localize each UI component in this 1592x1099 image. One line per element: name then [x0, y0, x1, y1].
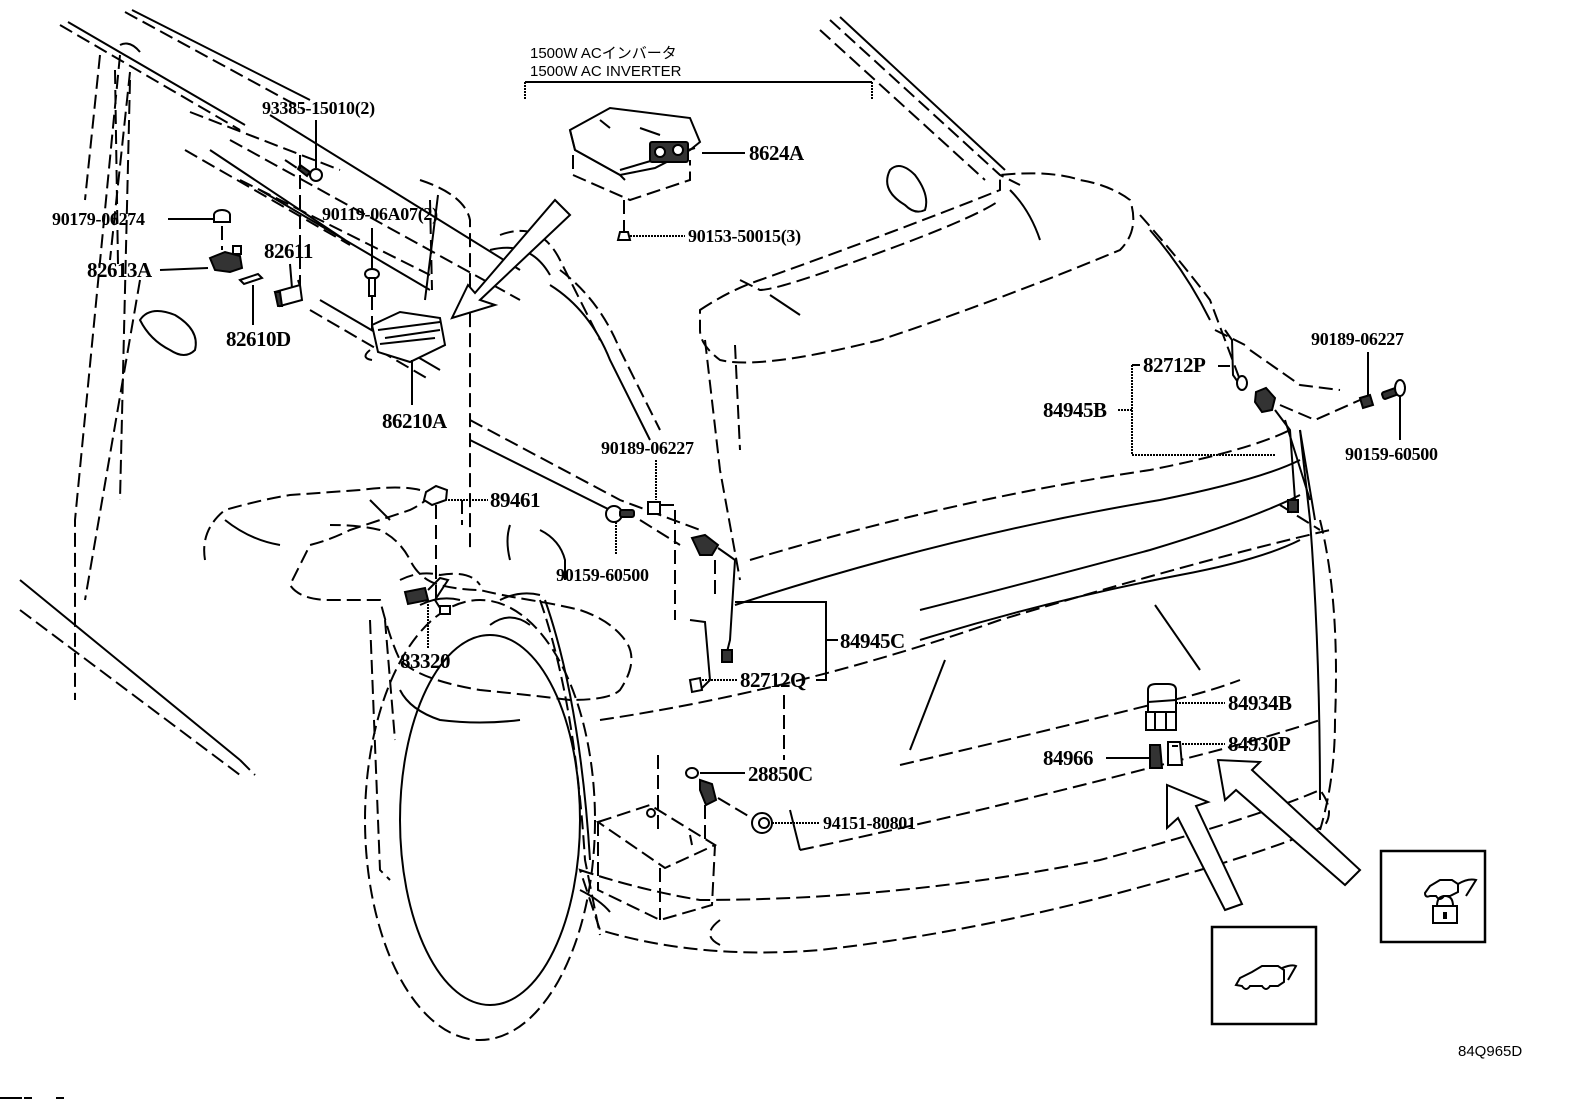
inverter-group-bracket [524, 81, 873, 100]
part-label-90119-06A07[interactable]: 90119-06A07(2) [322, 204, 438, 225]
part-label-84934B[interactable]: 84934B [1228, 691, 1293, 715]
controller-86210A [364, 194, 447, 364]
nut-90179 [213, 209, 231, 250]
rear-wheel [364, 599, 601, 1041]
vehicle-body-outline [19, 9, 701, 881]
part-label-82712Q[interactable]: 82712Q [740, 668, 807, 692]
rear-seat-area [203, 486, 633, 724]
bolt-90119 [364, 268, 380, 330]
clamp-82610D [238, 272, 264, 286]
back-door-outline [578, 16, 1337, 954]
part-label-28850C[interactable]: 28850C [748, 762, 813, 786]
part-label-90179-06274[interactable]: 90179-06274 [52, 209, 145, 229]
part-label-82613A[interactable]: 82613A [87, 258, 154, 282]
part-label-84945C[interactable]: 84945C [840, 629, 905, 653]
part-label-82611[interactable]: 82611 [264, 239, 313, 263]
back-door-open-icon [1210, 925, 1318, 1026]
sensor-89461 [422, 484, 463, 600]
location-arrow-86210A [450, 198, 572, 320]
sender-83320 [403, 576, 451, 615]
bolt-90153 [616, 200, 632, 241]
part-label-90159-60500-left[interactable]: 90159-60500 [556, 565, 649, 585]
part-label-82712P[interactable]: 82712P [1143, 353, 1207, 377]
part-label-93385-15010[interactable]: 93385-15010(2) [262, 98, 375, 119]
part-label-84930P[interactable]: 84930P [1228, 732, 1292, 756]
bolt-90159-left [605, 505, 681, 546]
diagram-title-jp: 1500W ACインバータ [530, 45, 677, 62]
nut-90189-right [1358, 393, 1375, 410]
clip-84966 [1149, 744, 1164, 769]
part-label-82610D[interactable]: 82610D [226, 327, 292, 351]
part-label-8624A[interactable]: 8624A [749, 141, 806, 165]
back-door-lock-icon [1379, 849, 1487, 944]
auxiliary-battery [595, 755, 718, 922]
nut-90189-left [647, 501, 676, 620]
fuse-82611 [273, 279, 304, 308]
switch-84934B [1145, 683, 1177, 731]
part-label-89461[interactable]: 89461 [490, 488, 541, 512]
part-label-84966[interactable]: 84966 [1043, 746, 1094, 770]
diagram-title-en: 1500W AC INVERTER [530, 63, 682, 80]
grommet-93385 [284, 155, 323, 290]
switch-harness-84945C [688, 533, 737, 694]
bolt-90159-right [1381, 379, 1406, 400]
clip-84930P [1167, 741, 1184, 766]
part-label-84945B[interactable]: 84945B [1043, 398, 1108, 422]
part-label-86210A[interactable]: 86210A [382, 409, 449, 433]
switch-harness-84945B [1214, 329, 1361, 521]
part-label-90153-50015[interactable]: 90153-50015(3) [688, 226, 801, 247]
diagram-code: 84Q965D [1458, 1043, 1522, 1060]
small-parts [208, 155, 1406, 922]
nut-94151 [751, 812, 773, 834]
cable-28850C [685, 767, 756, 840]
part-label-90189-06227-right[interactable]: 90189-06227 [1311, 329, 1404, 349]
part-label-90189-06227-left[interactable]: 90189-06227 [601, 438, 694, 458]
part-label-90159-60500-right[interactable]: 90159-60500 [1345, 444, 1438, 464]
bracket-82613A [208, 245, 244, 274]
leader-lines [159, 120, 1401, 824]
ac-inverter-unit [568, 106, 702, 202]
location-arrows-switches [1166, 758, 1362, 912]
part-label-94151-80801[interactable]: 94151-80801 [823, 813, 916, 833]
part-label-83320[interactable]: 83320 [400, 649, 451, 673]
